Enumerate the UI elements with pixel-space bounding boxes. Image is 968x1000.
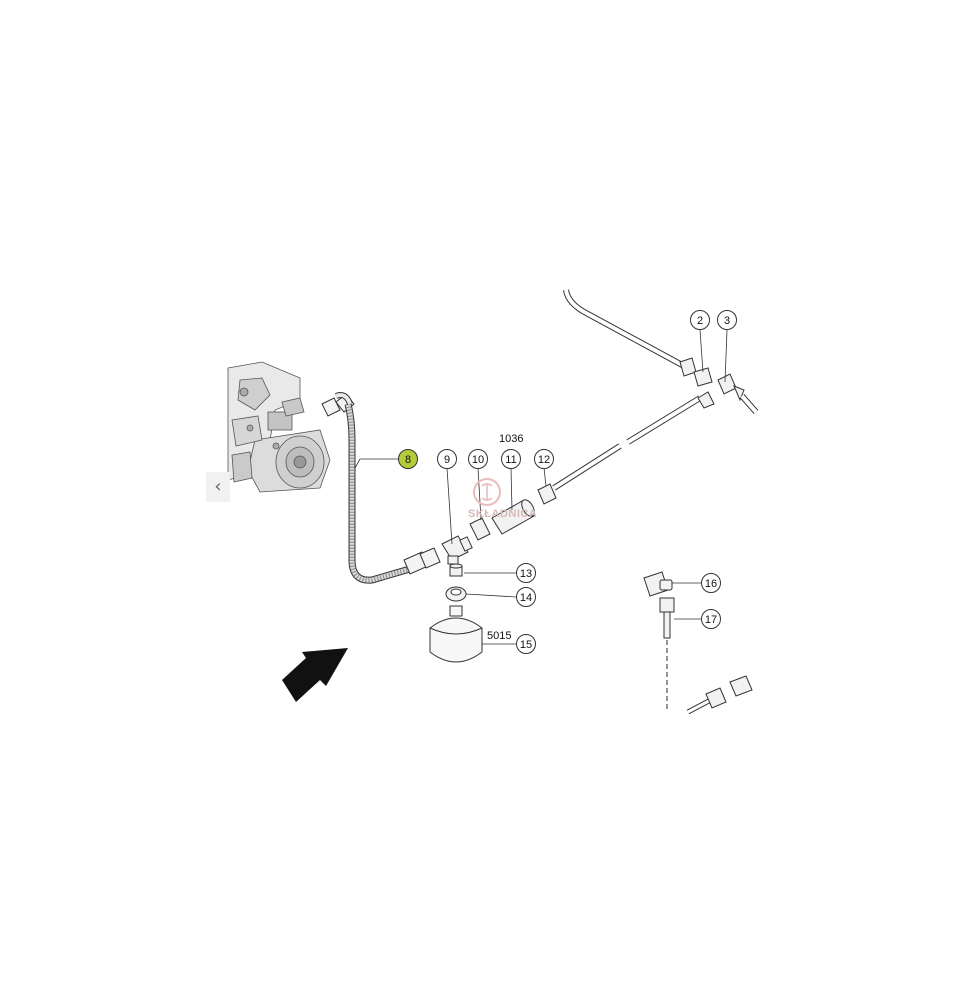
callout-circle <box>701 609 721 629</box>
callout-circle <box>501 449 521 469</box>
callout-label: 2 <box>697 315 703 327</box>
callout-circle <box>717 310 737 330</box>
reference-number-accumulator: 5015 <box>487 630 511 642</box>
callout-10: 10 <box>468 449 488 469</box>
flexible-hose <box>334 392 421 584</box>
callout-2: 2 <box>690 310 710 330</box>
callout-12: 12 <box>534 449 554 469</box>
bolt-17 <box>659 597 675 639</box>
diagram-area <box>208 293 760 711</box>
pipe-stub-right <box>739 394 759 414</box>
hydraulic-pump-assembly <box>227 361 331 493</box>
watermark: SKŁADNICA <box>468 478 537 520</box>
callout-16: 16 <box>701 573 721 593</box>
callout-group: 2 3 8 9 10 11 12 13 14 15 16 17 <box>398 310 737 654</box>
adapter-13 <box>449 563 463 577</box>
callout-label: 13 <box>520 568 532 580</box>
callout-circle <box>398 449 418 469</box>
union-11 <box>491 499 535 535</box>
callout-label: 16 <box>705 578 717 590</box>
callout-17: 17 <box>701 609 721 629</box>
callout-15: 15 <box>516 634 536 654</box>
callout-label: 9 <box>444 454 450 466</box>
reference-number-hose-group: 1036 <box>499 433 523 445</box>
fitting-3 <box>717 373 745 402</box>
previous-image-button[interactable]: ‹ <box>206 472 230 502</box>
callout-circle <box>468 449 488 469</box>
hose-bottom-fitting <box>403 547 441 575</box>
accumulator-15 <box>429 605 483 663</box>
callout-14: 14 <box>516 587 536 607</box>
adapter-10 <box>469 517 491 541</box>
fitting-2 <box>693 367 713 387</box>
callout-circle <box>516 587 536 607</box>
callout-11: 11 <box>501 449 521 469</box>
watermark-text: SKŁADNICA <box>468 508 537 520</box>
callout-label: 8 <box>405 454 411 466</box>
nut-14 <box>445 586 467 602</box>
callout-9: 9 <box>437 449 457 469</box>
callout-3: 3 <box>717 310 737 330</box>
callout-circle <box>516 563 536 583</box>
callout-label: 15 <box>520 639 532 651</box>
callout-circle <box>534 449 554 469</box>
callout-label: 10 <box>472 454 484 466</box>
callout-label: 11 <box>505 454 516 466</box>
lower-right-fittings <box>686 675 753 715</box>
pipe-assembly <box>537 391 715 505</box>
direction-arrow-icon <box>282 648 348 702</box>
callout-circle <box>437 449 457 469</box>
callout-13: 13 <box>516 563 536 583</box>
callout-8: 8 <box>398 449 418 469</box>
leader-lines <box>354 329 728 645</box>
tee-fitting <box>441 535 473 565</box>
callout-circle <box>516 634 536 654</box>
callout-label: 3 <box>724 315 730 327</box>
watermark-logo-icon <box>473 478 501 506</box>
callout-label: 17 <box>705 614 717 626</box>
callout-label: 14 <box>520 592 532 604</box>
callout-label: 12 <box>538 454 550 466</box>
callout-circle <box>701 573 721 593</box>
elbow-16 <box>643 571 673 597</box>
upper-pipe <box>563 289 697 377</box>
callout-circle <box>690 310 710 330</box>
